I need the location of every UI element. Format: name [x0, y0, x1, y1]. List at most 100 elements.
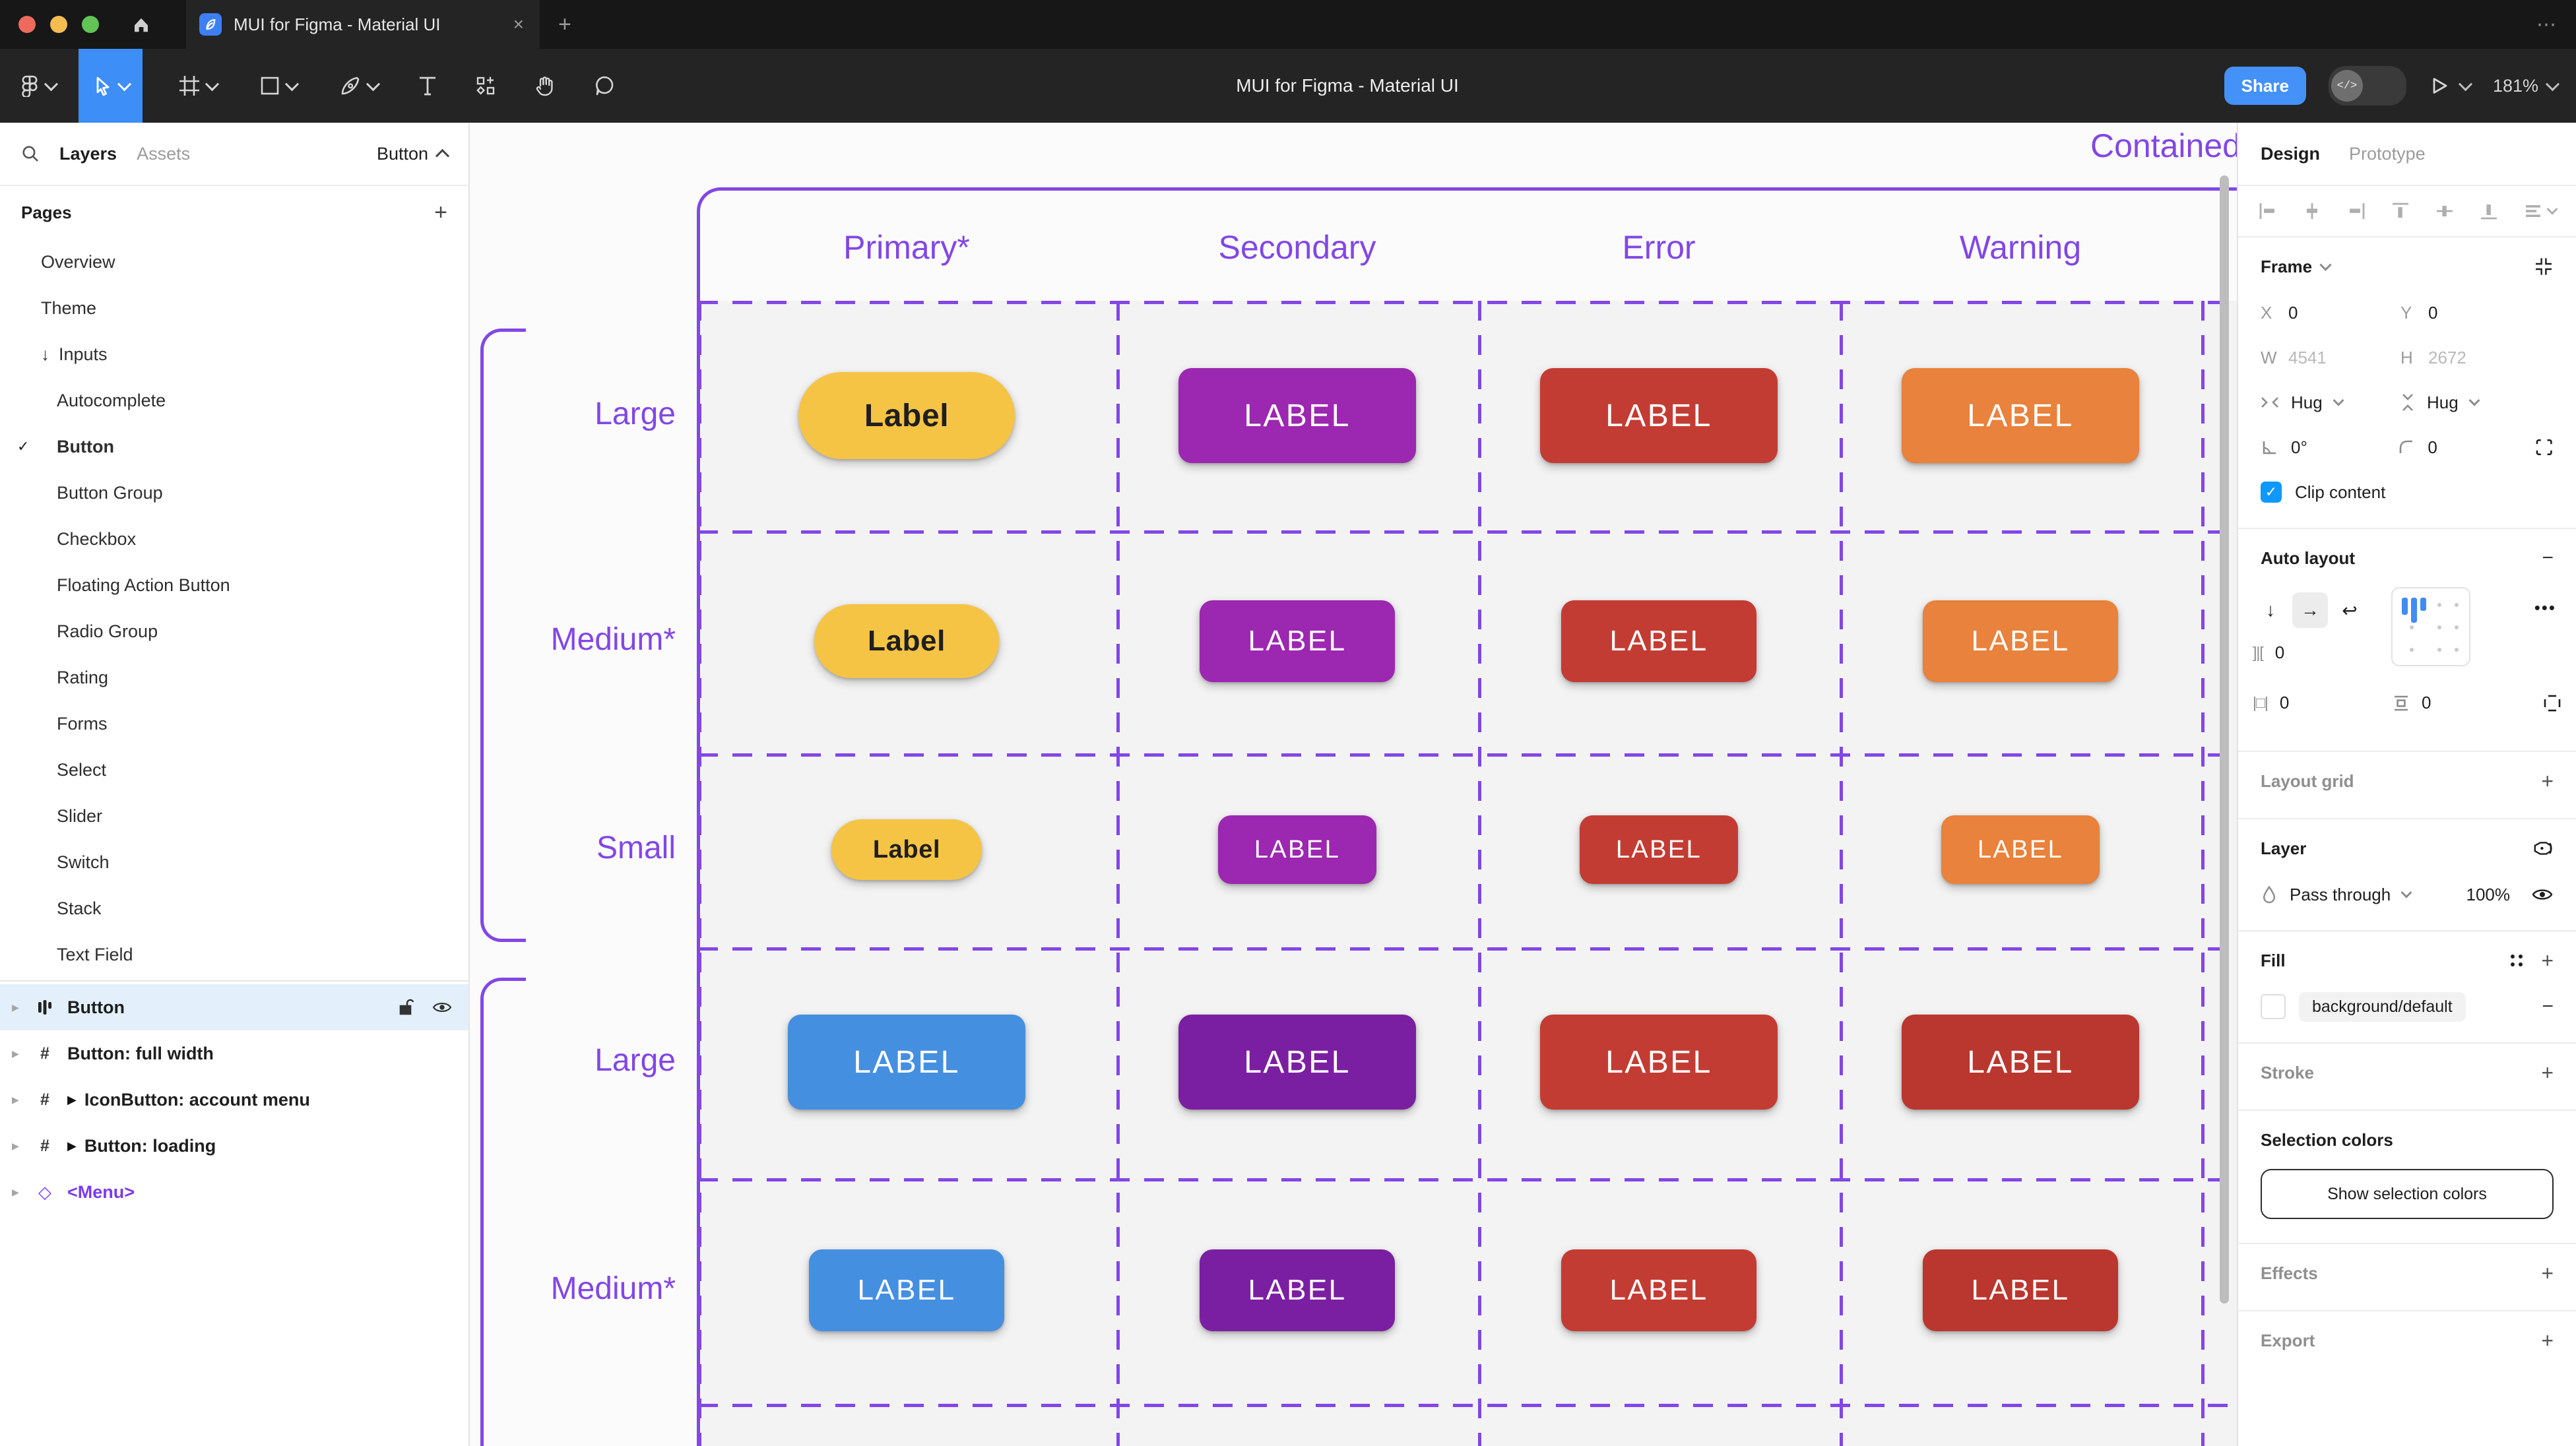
document-title[interactable]: MUI for Figma - Material UI	[1236, 75, 1459, 96]
visibility-eye-icon[interactable]	[432, 999, 453, 1015]
styles-icon[interactable]	[2511, 955, 2523, 966]
page-item-button-group[interactable]: Button Group	[0, 470, 468, 516]
canvas-button-lg-2[interactable]: LABEL	[1178, 368, 1416, 463]
page-item-forms[interactable]: Forms	[0, 701, 468, 747]
text-tool-button[interactable]	[406, 49, 449, 123]
canvas-button-lg-3[interactable]: LABEL	[1540, 368, 1778, 463]
blend-mask-icon[interactable]	[2532, 838, 2554, 858]
tab-prototype[interactable]: Prototype	[2349, 143, 2426, 164]
eye-icon[interactable]	[2531, 886, 2554, 903]
unlock-icon[interactable]	[399, 998, 414, 1017]
add-stroke-button[interactable]: +	[2541, 1060, 2554, 1084]
tab-assets[interactable]: Assets	[137, 143, 191, 164]
canvas-button-sm-2[interactable]: LABEL	[1218, 815, 1376, 884]
resources-tool-button[interactable]	[463, 49, 509, 123]
canvas-button-md-4[interactable]: LABEL	[1923, 1249, 2118, 1331]
row-label-sm-2[interactable]: Small	[596, 831, 676, 865]
shape-tool-button[interactable]	[247, 49, 309, 123]
collapse-icon[interactable]	[2534, 257, 2554, 276]
tab-close-icon[interactable]: ×	[513, 14, 524, 34]
remove-auto-layout-button[interactable]: −	[2542, 547, 2554, 569]
page-item-theme[interactable]: Theme	[0, 285, 468, 331]
expand-caret-icon[interactable]: ▶	[12, 1094, 19, 1105]
page-item-rating[interactable]: Rating	[0, 654, 468, 701]
add-effect-button[interactable]: +	[2541, 1261, 2554, 1285]
expand-caret-icon[interactable]: ▶	[12, 1140, 19, 1151]
show-selection-colors-button[interactable]: Show selection colors	[2261, 1169, 2554, 1219]
row-label-lg-3[interactable]: Large	[595, 1043, 676, 1078]
layer-item-button-loading[interactable]: ▶#▶Button: loading	[0, 1123, 468, 1169]
layer-item-button-full-width[interactable]: ▶#Button: full width	[0, 1030, 468, 1077]
context-selector[interactable]: Button	[377, 144, 450, 164]
clip-content-row[interactable]: ✓ Clip content	[2238, 470, 2576, 515]
align-horizontal-center-icon[interactable]	[2302, 201, 2322, 221]
vertical-padding-field[interactable]: 0	[2393, 693, 2532, 713]
layer-opacity-field[interactable]: 100%	[2466, 884, 2511, 904]
row-label-md-1[interactable]: Medium*	[550, 622, 676, 657]
page-item-floating-action-button[interactable]: Floating Action Button	[0, 562, 468, 608]
page-item-text-field[interactable]: Text Field	[0, 931, 468, 978]
page-item-checkbox[interactable]: Checkbox	[0, 516, 468, 562]
minimize-window-button[interactable]	[50, 16, 67, 33]
frame-name-label[interactable]: Contained	[2090, 127, 2237, 164]
main-menu-button[interactable]	[8, 49, 68, 123]
titlebar-more-icon[interactable]: ⋯	[2536, 13, 2558, 36]
tab-design[interactable]: Design	[2261, 143, 2321, 164]
layout-horizontal-button[interactable]: →	[2292, 592, 2328, 628]
canvas-button-sm-4[interactable]: LABEL	[1941, 815, 2100, 884]
present-control[interactable]	[2429, 75, 2473, 96]
fill-color-swatch[interactable]	[2261, 994, 2286, 1019]
rotation-field[interactable]: 0°	[2261, 437, 2397, 458]
layout-wrap-button[interactable]: ↩	[2342, 600, 2358, 621]
canvas-button-lg-2[interactable]: LABEL	[1178, 1015, 1416, 1110]
page-item-inputs[interactable]: ↓Inputs	[0, 331, 468, 377]
item-spacing-field[interactable]: ]|[ 0	[2253, 643, 2285, 662]
page-item-slider[interactable]: Slider	[0, 793, 468, 839]
canvas-button-sm-3[interactable]: LABEL	[1580, 815, 1738, 884]
blend-mode-dropdown[interactable]: Pass through	[2261, 885, 2466, 905]
add-page-button[interactable]: +	[434, 199, 447, 225]
distribute-menu-button[interactable]	[2523, 201, 2558, 221]
add-layout-grid-button[interactable]: +	[2541, 769, 2554, 793]
page-item-select[interactable]: Select	[0, 747, 468, 793]
layer-item-button[interactable]: ▶Button	[0, 984, 468, 1030]
horizontal-padding-field[interactable]: |□| 0	[2253, 693, 2290, 712]
canvas-button-md-2[interactable]: LABEL	[1200, 1249, 1395, 1331]
add-export-button[interactable]: +	[2541, 1328, 2554, 1352]
align-left-icon[interactable]	[2258, 201, 2278, 221]
canvas-button-md-3[interactable]: LABEL	[1561, 600, 1756, 682]
page-item-stack[interactable]: Stack	[0, 885, 468, 931]
align-bottom-icon[interactable]	[2479, 201, 2499, 221]
independent-corners-icon[interactable]	[2534, 437, 2554, 457]
canvas-button-md-1[interactable]: LABEL	[809, 1249, 1004, 1331]
page-item-switch[interactable]: Switch	[0, 839, 468, 885]
expand-caret-icon[interactable]: ▶	[12, 1001, 19, 1013]
canvas-button-lg-1[interactable]: LABEL	[788, 1015, 1025, 1110]
canvas-button-lg-1[interactable]: Label	[798, 372, 1015, 459]
canvas-scrollbar[interactable]	[2220, 175, 2229, 1304]
canvas-button-md-4[interactable]: LABEL	[1923, 600, 2118, 682]
add-fill-button[interactable]: +	[2541, 948, 2554, 972]
layer-item-iconbutton-account-menu[interactable]: ▶#▶IconButton: account menu	[0, 1077, 468, 1123]
move-tool-button[interactable]	[79, 49, 143, 123]
alignment-box[interactable]	[2391, 587, 2470, 666]
horizontal-resizing-dropdown[interactable]: Hug	[2261, 393, 2400, 413]
canvas-button-md-1[interactable]: Label	[814, 604, 999, 678]
new-tab-button[interactable]: +	[558, 11, 571, 37]
home-icon[interactable]	[112, 0, 170, 49]
tab-layers[interactable]: Layers	[59, 143, 117, 164]
canvas-button-md-2[interactable]: LABEL	[1200, 600, 1395, 682]
expand-caret-icon[interactable]: ▶	[12, 1048, 19, 1059]
align-vertical-center-icon[interactable]	[2435, 201, 2455, 221]
column-header-warning[interactable]: Warning	[1959, 229, 2082, 266]
file-tab[interactable]: MUI for Figma - Material UI ×	[186, 0, 540, 49]
close-window-button[interactable]	[18, 16, 36, 33]
canvas-button-lg-4[interactable]: LABEL	[1902, 1015, 2139, 1110]
expand-caret-icon[interactable]: ▶	[12, 1186, 19, 1197]
page-item-overview[interactable]: Overview	[0, 239, 468, 285]
page-item-button[interactable]: ✓Button	[0, 424, 468, 470]
vertical-resizing-dropdown[interactable]: Hug	[2400, 393, 2540, 413]
